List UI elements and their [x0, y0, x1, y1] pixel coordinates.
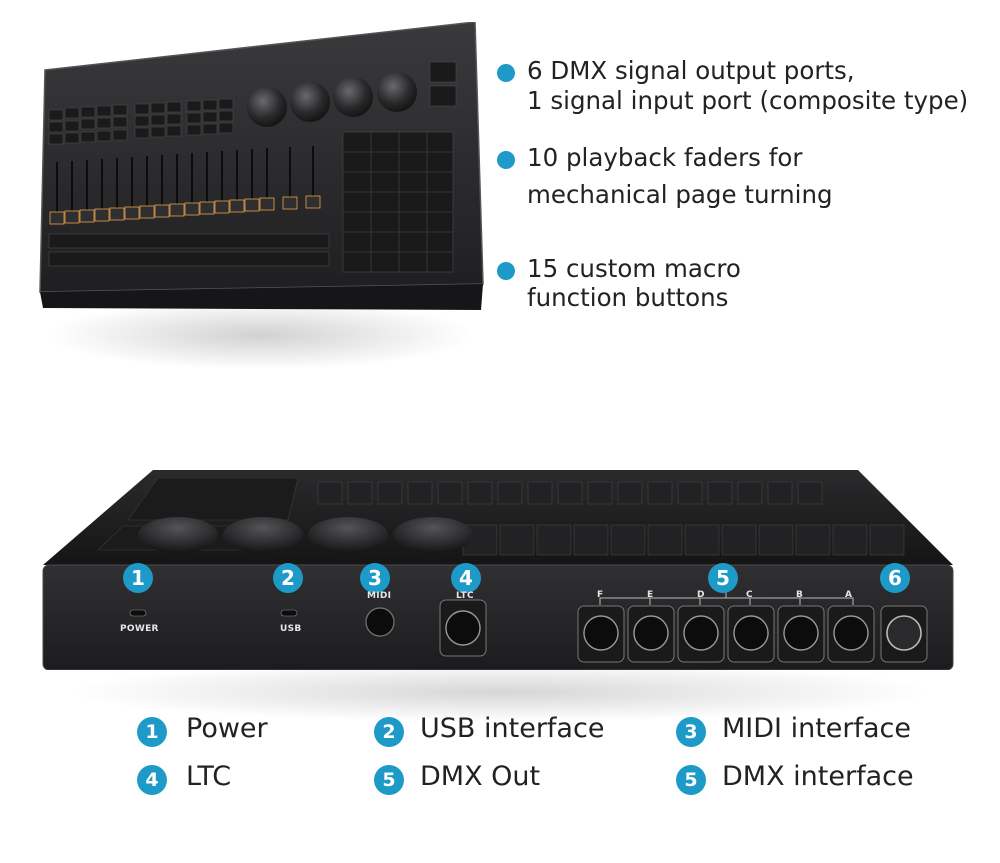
callout-6-badge: 6	[880, 563, 910, 593]
feature-line: function buttons	[527, 283, 729, 312]
port-label-dmx-b: B	[796, 590, 804, 600]
bullet-dot-icon	[497, 151, 515, 169]
legend-item-midi: 3 MIDI interface	[676, 713, 936, 750]
port-label-midi: MIDI	[367, 591, 392, 601]
legend-item-dmx-interface: 5 DMX interface	[676, 761, 936, 798]
legend-item-dmx-out: 5 DMX Out	[374, 761, 634, 798]
feature-item-1: 6 DMX signal output ports, 1 signal inpu…	[497, 56, 997, 120]
legend-badge: 5	[374, 765, 404, 795]
feature-line: 6 DMX signal output ports,	[527, 56, 855, 85]
legend-badge: 5	[676, 765, 706, 795]
bullet-dot-icon	[497, 64, 515, 82]
feature-line: 15 custom macro	[527, 254, 741, 283]
port-label-dmx-e: E	[647, 590, 654, 600]
callout-2-badge: 2	[273, 563, 303, 593]
console-top-photo	[39, 22, 484, 310]
legend-label: Power	[186, 713, 268, 744]
legend-label: MIDI interface	[722, 713, 912, 744]
bullet-dot-icon	[497, 262, 515, 280]
legend-badge: 4	[137, 765, 167, 795]
feature-item-3: 15 custom macro function buttons	[497, 254, 997, 318]
callout-5-badge: 5	[708, 563, 738, 593]
legend-label: DMX Out	[420, 761, 541, 792]
console-rear-photo	[42, 470, 954, 670]
callout-4-badge: 4	[451, 563, 481, 593]
legend-label: USB interface	[420, 713, 605, 744]
port-label-dmx-c: C	[746, 590, 753, 600]
port-label-power: POWER	[120, 624, 159, 634]
legend-item-usb: 2 USB interface	[374, 713, 634, 750]
callout-3-badge: 3	[360, 563, 390, 593]
legend-label: LTC	[186, 761, 232, 792]
console-top-shadow	[45, 300, 475, 370]
feature-line: 10 playback faders for	[527, 143, 803, 172]
legend-label: DMX interface	[722, 761, 914, 792]
feature-item-2: 10 playback faders for mechanical page t…	[497, 143, 997, 209]
legend-badge: 3	[676, 717, 706, 747]
legend-badge: 1	[137, 717, 167, 747]
legend-badge: 2	[374, 717, 404, 747]
port-label-usb: USB	[280, 624, 302, 634]
legend-item-power: 1 Power	[137, 713, 337, 750]
port-label-dmx-a: A	[845, 590, 853, 600]
port-label-dmx-d: D	[697, 590, 705, 600]
legend-item-ltc: 4 LTC	[137, 761, 337, 798]
port-label-dmx-f: F	[597, 590, 604, 600]
console-rear-shadow	[60, 662, 940, 722]
feature-line: mechanical page turning	[527, 180, 833, 209]
port-label-ltc: LTC	[456, 591, 474, 601]
feature-line: 1 signal input port (composite type)	[527, 86, 969, 115]
callout-1-badge: 1	[123, 563, 153, 593]
